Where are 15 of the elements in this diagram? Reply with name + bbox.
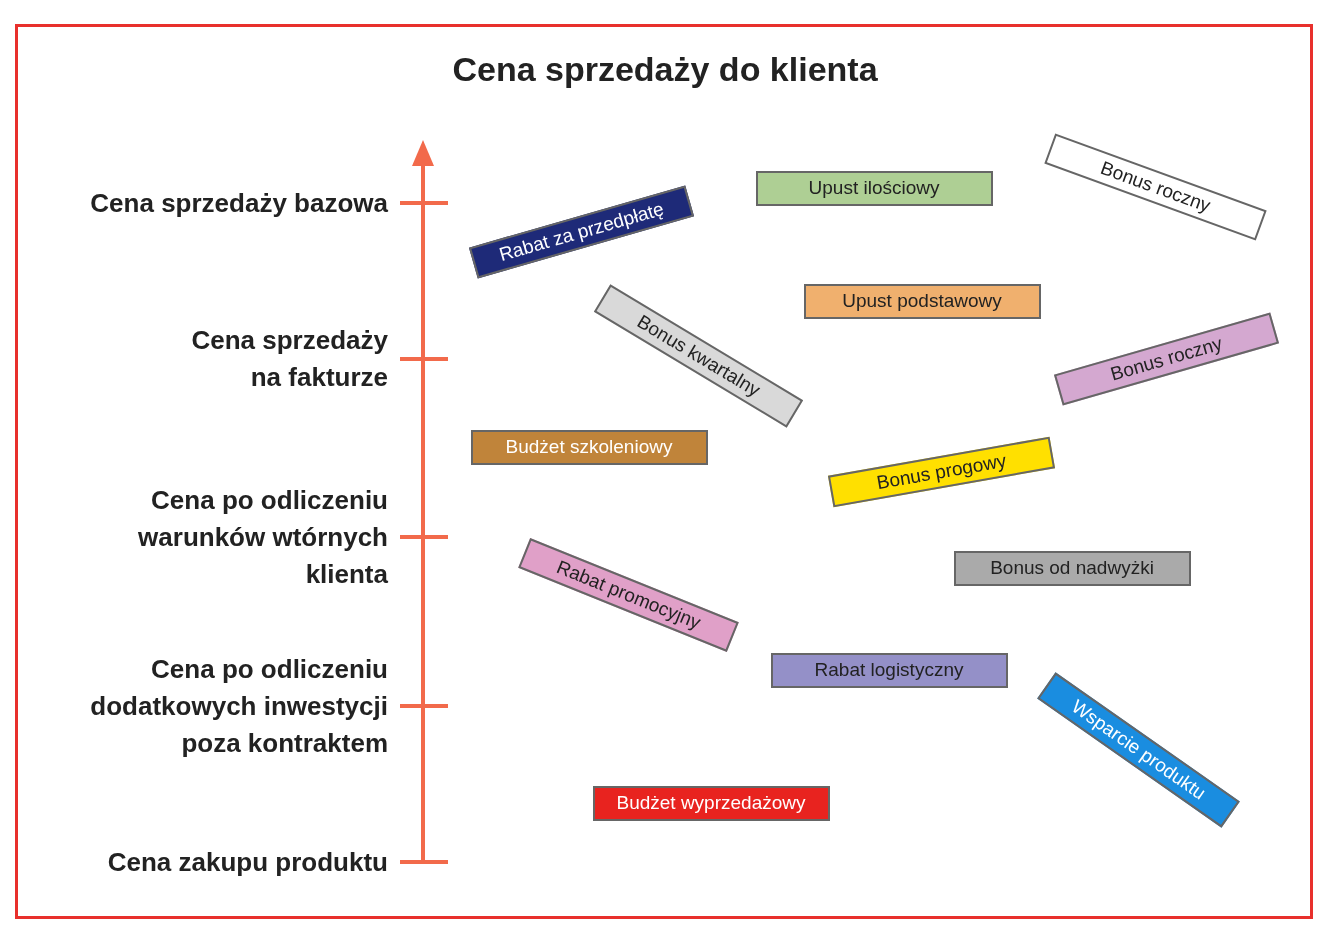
diagram-title: Cena sprzedaży do klienta: [451, 50, 879, 89]
discount-tag: Upust ilościowy: [755, 170, 993, 206]
discount-tag: Bonus progowy: [827, 436, 1055, 508]
discount-tag: Rabat logistyczny: [770, 652, 1008, 688]
discount-tag: Budżet szkoleniowy: [470, 429, 708, 465]
discount-tag: Bonus roczny: [1043, 133, 1267, 241]
axis-tick-label: Cena po odliczeniu dodatkowych inwestycji poza kontraktem: [89, 652, 388, 760]
axis-tick-label: Cena sprzedaży bazowa: [89, 186, 388, 220]
discount-tag: Bonus roczny: [1053, 312, 1279, 406]
discount-tag: Budżet wyprzedażowy: [592, 785, 830, 821]
axis-tick-label: Cena po odliczeniu warunków wtórnych klienta: [137, 483, 388, 591]
axis-tick-label: Cena zakupu produktu: [106, 845, 388, 879]
discount-tag: Bonus od nadwyżki: [953, 550, 1191, 586]
discount-tag: Upust podstawowy: [803, 283, 1041, 319]
axis-tick-label: Cena sprzedaży na fakturze: [190, 324, 388, 394]
